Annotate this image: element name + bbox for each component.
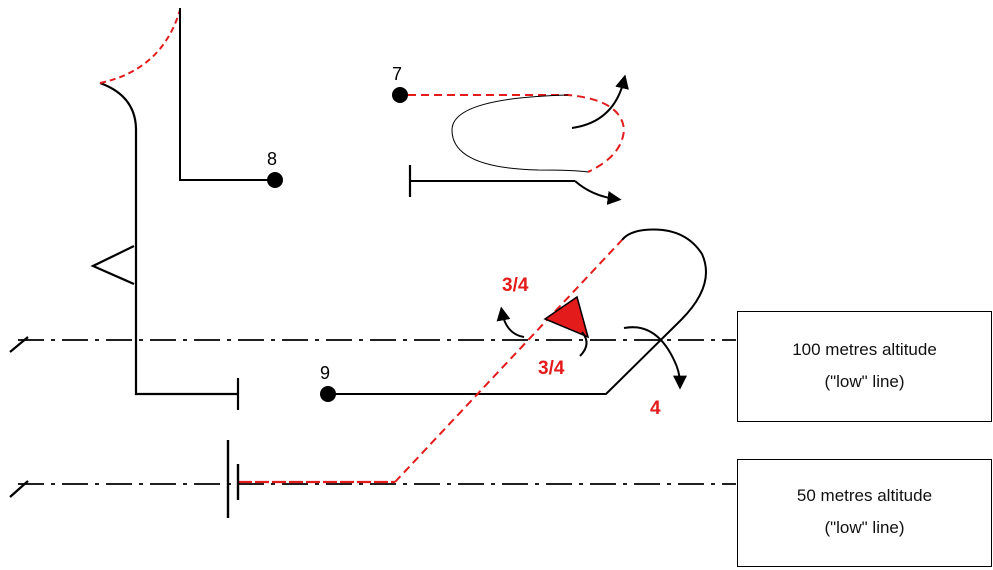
red-triangle-marker (543, 295, 590, 339)
figure-7 (392, 74, 629, 205)
snap-triangle-outline (90, 245, 135, 286)
figure-8 (179, 8, 283, 188)
altitude-line-50 (9, 480, 736, 498)
roll-label-upper-right: 3/4 (538, 358, 565, 379)
roll-label-upper-left: 3/4 (502, 275, 529, 296)
figure-number-8: 8 (267, 149, 277, 169)
altitude-50-sublabel: ("low" line) (824, 518, 905, 537)
figure-number-9: 9 (320, 363, 330, 383)
figure-number-7: 7 (392, 64, 402, 84)
altitude-50-label: 50 metres altitude (796, 486, 933, 505)
altitude-50-box: 50 metres altitude ("low" line) (737, 459, 992, 567)
altitude-100-label: 100 metres altitude (792, 340, 937, 359)
altitude-line-100 (9, 336, 736, 353)
altitude-100-sublabel: ("low" line) (824, 372, 905, 391)
start-dot-7 (392, 87, 408, 103)
start-dot-9 (320, 386, 336, 402)
altitude-100-box: 100 metres altitude ("low" line) (737, 311, 992, 422)
start-dot-8 (267, 172, 283, 188)
left-vertical-figure (90, 9, 240, 410)
figure-9 (226, 228, 707, 518)
roll-label-bottom: 4 (650, 398, 661, 419)
